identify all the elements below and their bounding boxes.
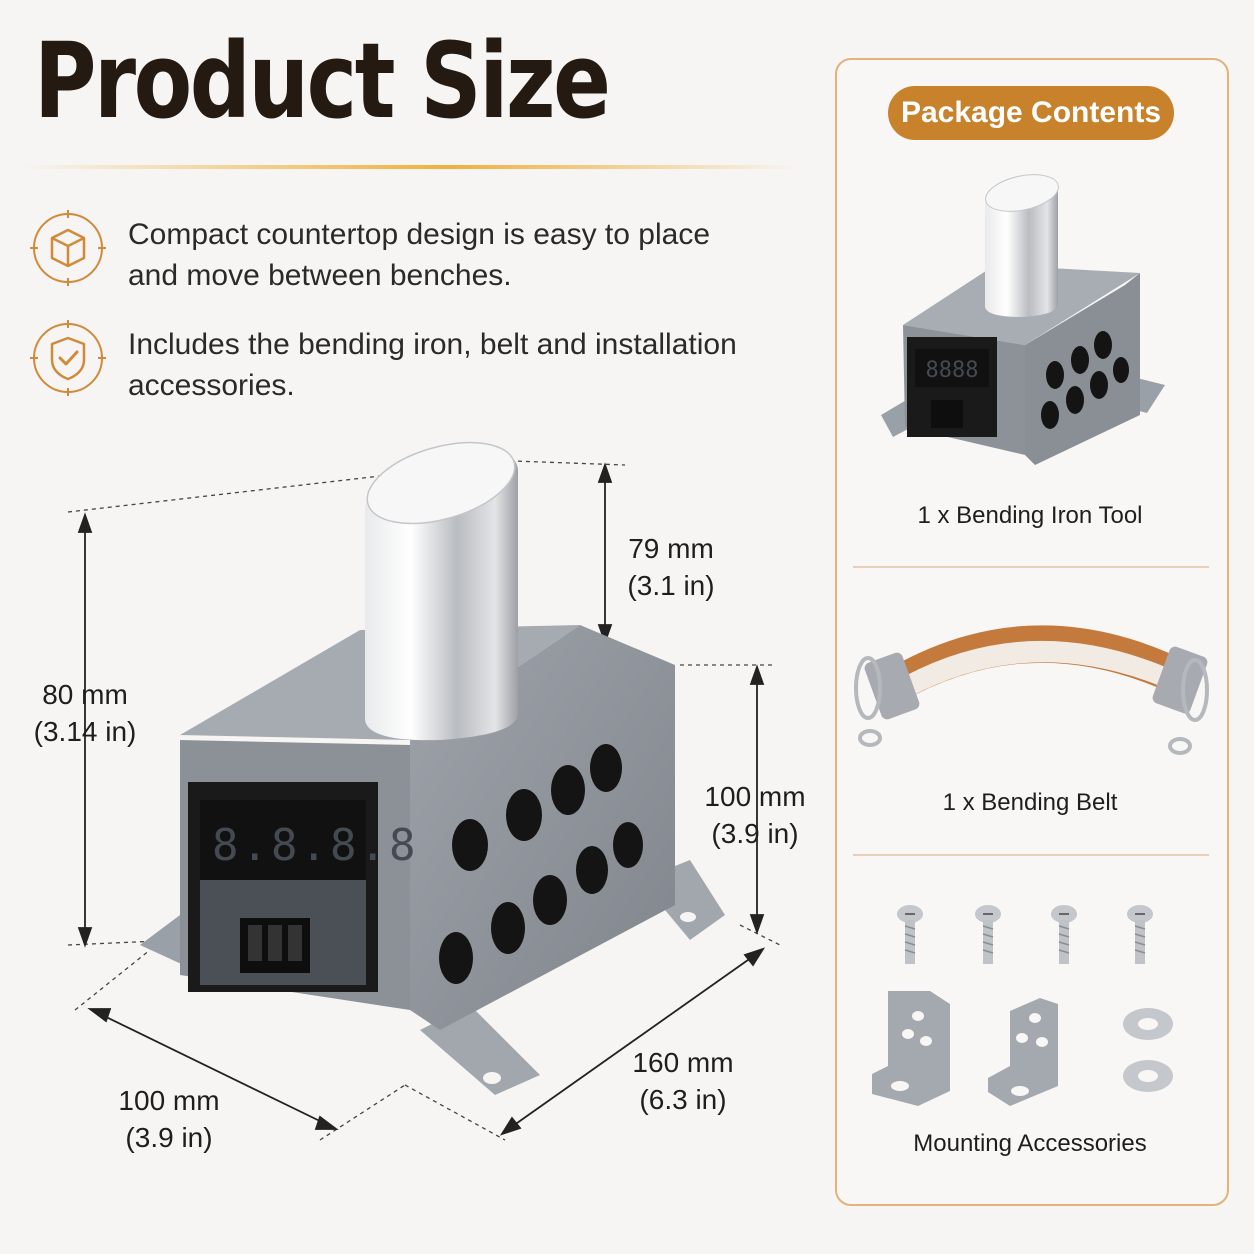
- package-divider: [853, 566, 1209, 568]
- dimension-in: (6.3 in): [639, 1084, 727, 1115]
- package-item-caption: Mounting Accessories: [913, 1130, 1147, 1157]
- box-icon: [30, 210, 106, 286]
- package-divider: [853, 854, 1209, 856]
- bending-iron-cylinder: [365, 441, 518, 741]
- dimension-mm: 79 mm: [628, 533, 714, 564]
- dimension-label-box-length: 160 mm (6.3 in): [618, 1044, 748, 1118]
- dimension-label-box-width: 100 mm (3.9 in): [104, 1082, 234, 1156]
- package-item-caption: 1 x Bending Iron Tool: [917, 502, 1143, 529]
- bending-belt-image: [854, 625, 1209, 755]
- dimension-in: (3.9 in): [711, 818, 799, 849]
- screws: [897, 905, 1153, 964]
- title-underline: [20, 165, 800, 169]
- bending-iron-tool-image: 8888: [881, 174, 1165, 465]
- dimension-mm: 100 mm: [118, 1085, 220, 1116]
- dimension-in: (3.14 in): [33, 716, 137, 747]
- feature-item-includes: Includes the bending iron, belt and inst…: [30, 320, 790, 402]
- dimension-label-box-height: 100 mm (3.9 in): [690, 778, 820, 852]
- dimension-label-iron-height: 79 mm (3.1 in): [606, 530, 736, 604]
- l-brackets: [872, 991, 1058, 1106]
- package-contents-heading: Package Contents: [888, 86, 1174, 140]
- dimension-in: (3.9 in): [125, 1122, 213, 1153]
- feature-item-compact: Compact countertop design is easy to pla…: [30, 210, 790, 292]
- vent-holes: [439, 744, 643, 984]
- dimension-mm: 80 mm: [42, 679, 128, 710]
- dimension-in: (3.1 in): [627, 570, 715, 601]
- dimension-label-height: 80 mm (3.14 in): [20, 676, 150, 750]
- temperature-controller: [188, 782, 378, 992]
- dimension-mm: 160 mm: [632, 1047, 734, 1078]
- svg-text:8888: 8888: [926, 358, 979, 383]
- led-display-readout: 8.8.8.8: [212, 820, 419, 871]
- feature-text: Includes the bending iron, belt and inst…: [128, 328, 737, 402]
- package-item-caption: 1 x Bending Belt: [942, 789, 1118, 816]
- dimension-arrows: [77, 462, 766, 1136]
- washers: [1123, 1008, 1173, 1092]
- dimension-mm: 100 mm: [704, 781, 806, 812]
- page-title: Product Size: [34, 20, 611, 142]
- mounting-accessories-image: [872, 905, 1173, 1106]
- shield-check-icon: [30, 320, 106, 396]
- feature-text: Compact countertop design is easy to pla…: [128, 218, 710, 292]
